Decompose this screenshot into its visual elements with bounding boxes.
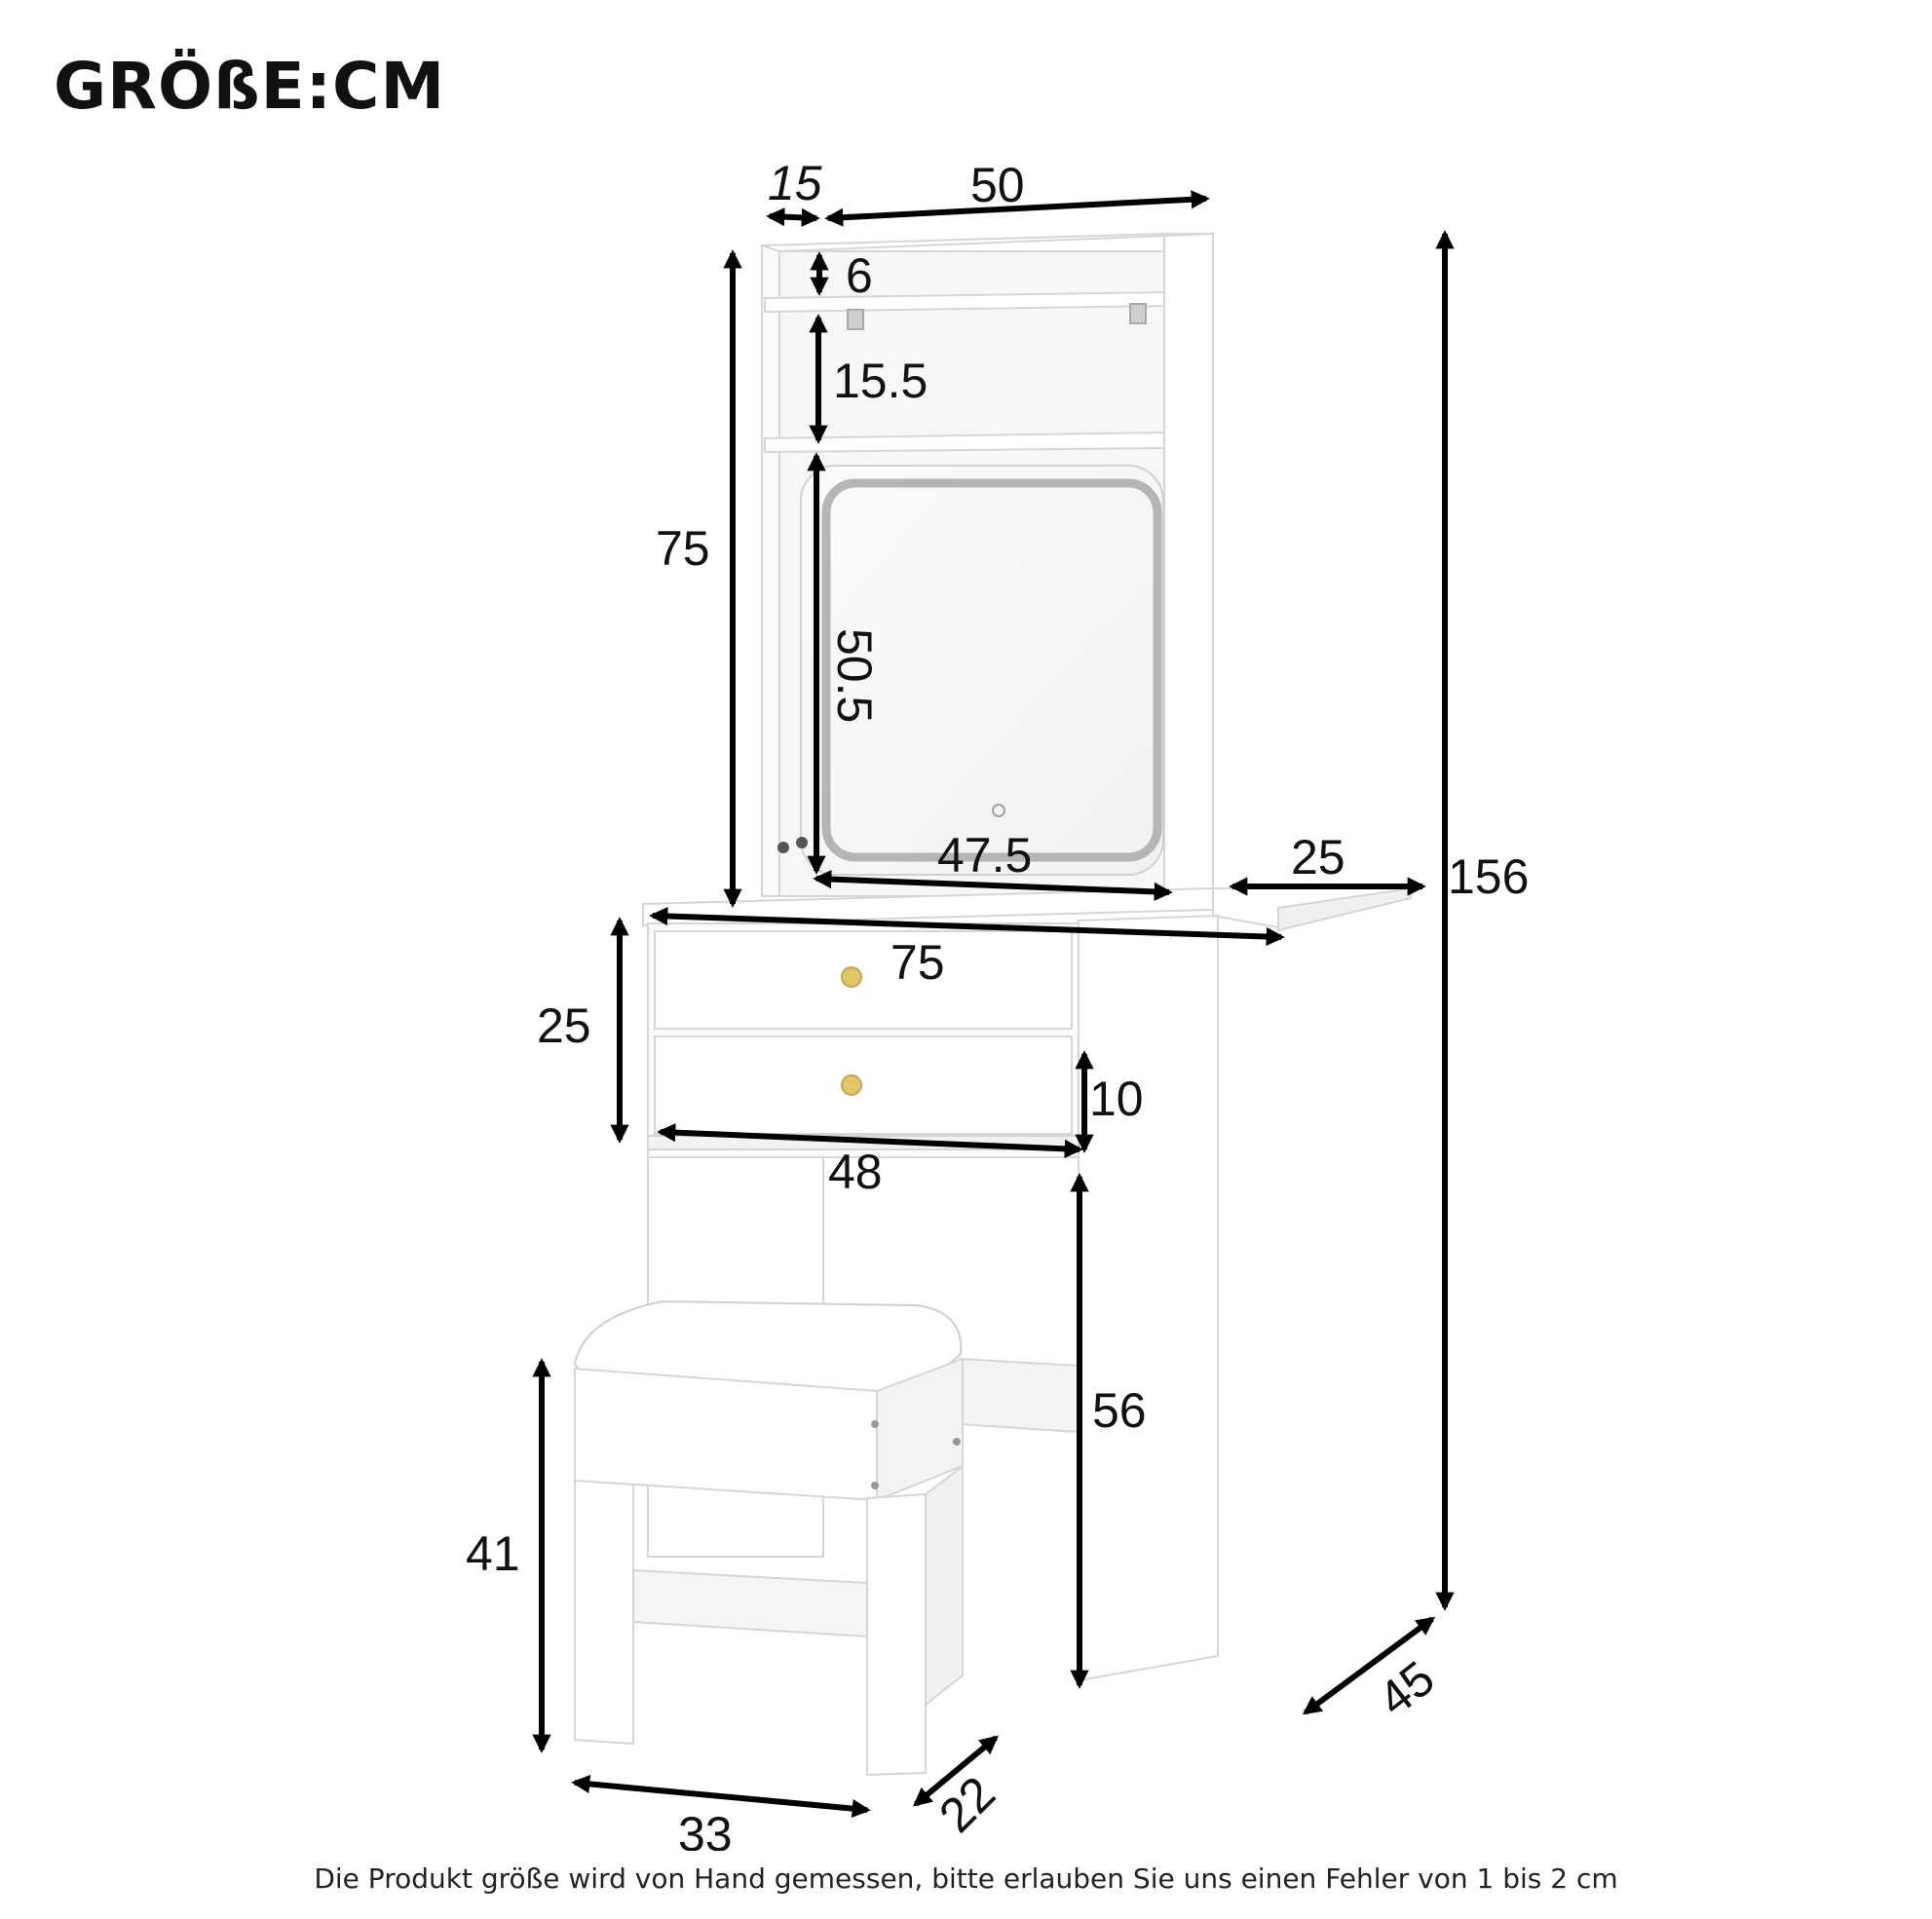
stool-screw-1 bbox=[871, 1420, 879, 1428]
arrow-side-depth bbox=[766, 207, 820, 227]
drawer-bottom bbox=[654, 1035, 1073, 1135]
label-stool-width: 33 bbox=[678, 1807, 733, 1851]
stool-screw-3 bbox=[953, 1438, 961, 1446]
drawer-top bbox=[654, 930, 1073, 1030]
vanity-dimension-diagram: 15 50 6 15.5 50.5 75 47.5 25 156 75 25 1… bbox=[466, 156, 1529, 1851]
stool-back-leg bbox=[925, 1463, 964, 1708]
hinge-dot-right bbox=[796, 837, 808, 848]
hutch-right-side bbox=[1163, 233, 1214, 897]
label-leg-height: 56 bbox=[1092, 1383, 1147, 1438]
label-stool-depth: 22 bbox=[928, 1766, 1005, 1843]
label-drawer-section: 25 bbox=[537, 998, 591, 1053]
hutch-left-side bbox=[761, 245, 780, 897]
label-total-depth: 45 bbox=[1368, 1650, 1444, 1726]
label-mirror-width: 47.5 bbox=[937, 828, 1032, 883]
hinge-dot-left bbox=[777, 842, 789, 853]
shelf-lower bbox=[764, 431, 1165, 454]
label-total-height: 156 bbox=[1448, 849, 1529, 904]
shelf-clip-right bbox=[1129, 303, 1147, 324]
arrow-stool-width bbox=[571, 1774, 871, 1819]
label-top-shelf: 6 bbox=[846, 248, 873, 303]
shelf-clip-left bbox=[847, 309, 864, 330]
arrow-desk-width bbox=[649, 906, 1285, 947]
mirror-led-strip bbox=[821, 478, 1162, 862]
drawer-bottom-knob bbox=[841, 1074, 862, 1096]
arrow-total-depth bbox=[1302, 1616, 1436, 1715]
right-leg-panel bbox=[1078, 914, 1219, 1682]
label-drawer-height: 10 bbox=[1089, 1072, 1144, 1126]
label-side-table: 25 bbox=[1291, 830, 1345, 884]
leg-crossbar bbox=[959, 1357, 1080, 1434]
stool-left-leg bbox=[574, 1479, 634, 1746]
arrow-top-width bbox=[824, 190, 1210, 227]
label-side-depth: 15 bbox=[768, 156, 822, 210]
arrow-mirror-width bbox=[813, 870, 1173, 901]
drawer-top-knob bbox=[841, 966, 862, 988]
stool-seat-box bbox=[574, 1367, 878, 1502]
arrow-stool-depth bbox=[913, 1735, 999, 1807]
label-top-width: 50 bbox=[970, 158, 1025, 212]
stool-cushion bbox=[573, 1299, 963, 1395]
hutch-top-board bbox=[761, 233, 1214, 253]
page-title: GRÖßE:CM bbox=[54, 49, 446, 124]
arrow-drawer-width bbox=[657, 1123, 1083, 1158]
label-hutch-height: 75 bbox=[656, 521, 710, 576]
stool bbox=[573, 1299, 964, 1777]
stool-screw-2 bbox=[871, 1482, 879, 1489]
measurement-disclaimer: Die Produkt größe wird von Hand gemessen… bbox=[314, 1863, 1618, 1895]
label-shelf-gap: 15.5 bbox=[833, 354, 928, 408]
stool-crossbar bbox=[632, 1568, 868, 1638]
shelf-upper bbox=[764, 290, 1165, 314]
label-desk-width: 75 bbox=[890, 935, 945, 990]
mirror-touch-button bbox=[992, 804, 1005, 817]
label-mirror-height: 50.5 bbox=[827, 628, 882, 723]
label-stool-height: 41 bbox=[466, 1526, 520, 1581]
stool-right-leg bbox=[866, 1492, 927, 1777]
label-drawer-width: 48 bbox=[828, 1145, 883, 1199]
dimension-arrows bbox=[532, 190, 1455, 1819]
